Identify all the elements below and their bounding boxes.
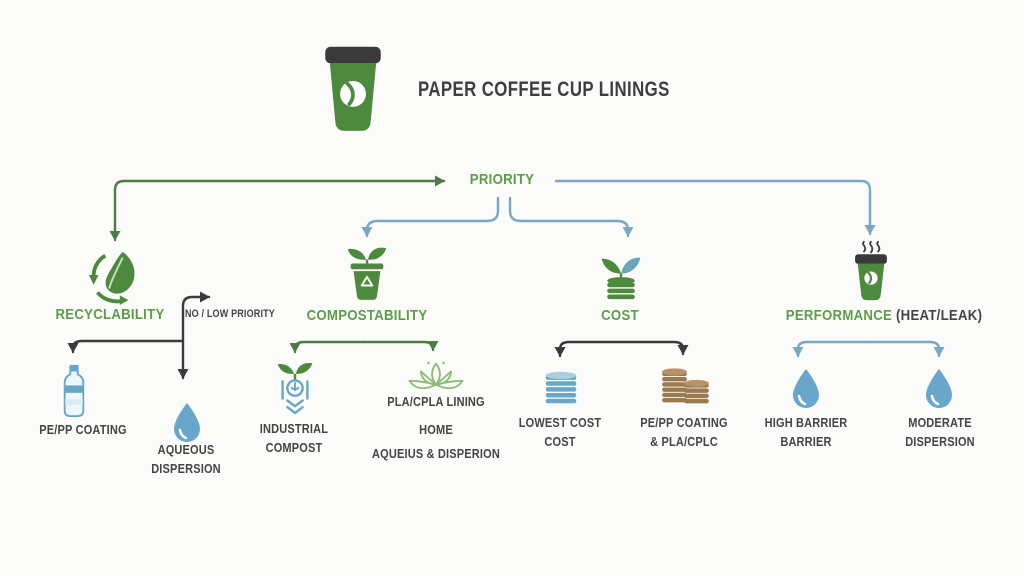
- recyclability-label: RECYCLABILITY: [55, 306, 165, 323]
- priority-label: PRIORITY: [469, 171, 535, 188]
- arrow-recyclability-to-pepp: [67, 339, 185, 354]
- performance-label: PERFORMANCE (HEAT/LEAK): [785, 307, 983, 324]
- compost-bin-icon: [347, 247, 387, 300]
- plant-coins-icon: [601, 257, 641, 300]
- water-drop-icon: [793, 369, 819, 408]
- water-drop-icon: [174, 403, 200, 442]
- arrow-priority-to-compostability: [361, 196, 500, 238]
- arrow-cost-to-pepp-pla: [619, 340, 689, 356]
- lotus-flower-icon: [408, 361, 464, 390]
- steaming-coffee-cup-icon: [855, 240, 887, 301]
- arrow-cost-to-lowest: [554, 340, 623, 358]
- pepp-pla-cplc-label: PE/PP COATING& PLA/CPLC: [640, 416, 728, 449]
- no-low-priority-label: NO / LOW PRIORITY: [185, 308, 275, 320]
- industrial-compost-icon: [277, 363, 313, 415]
- compostability-label: COMPOSTABILITY: [306, 307, 428, 324]
- coin-stack-blue-icon: [545, 371, 577, 404]
- coin-stacks-brown-icon: [662, 368, 709, 404]
- arrow-compostability-to-industrial: [289, 340, 366, 354]
- coffee-cup-icon: [325, 46, 381, 131]
- page-title: PAPER COFFEE CUP LININGS: [418, 78, 670, 101]
- recycling-leaf-icon: [88, 251, 135, 305]
- arrow-performance-to-high-barrier: [792, 340, 871, 358]
- arrow-priority-to-recyclability: [109, 179, 126, 242]
- water-drop-icon: [926, 369, 952, 408]
- arrow-priority-to-performance: [554, 179, 876, 236]
- arrow-performance-to-moderate: [867, 340, 945, 358]
- water-bottle-icon: [63, 364, 85, 418]
- cost-label: COST: [601, 307, 639, 324]
- arrow-compostability-to-pla: [362, 340, 439, 352]
- arrow-priority-to-cost: [508, 196, 634, 238]
- pepp-coating-label: PE/PP COATING: [39, 423, 127, 437]
